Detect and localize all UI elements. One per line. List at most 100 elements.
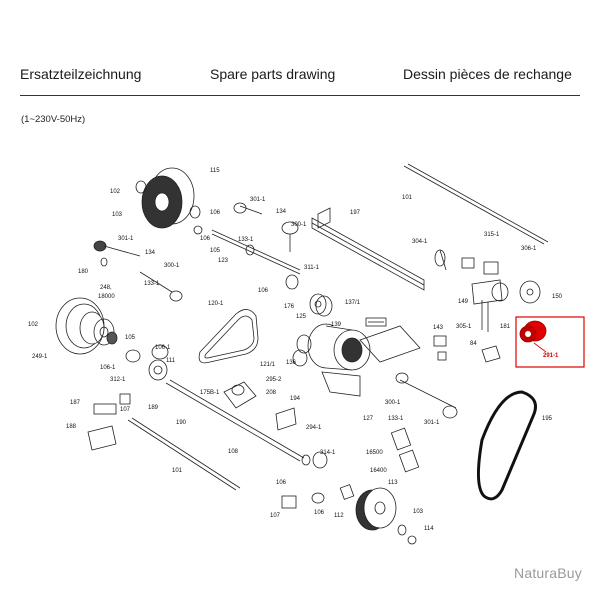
label-301-1-top: 301-1 (250, 197, 266, 203)
part-pulley-291-highlighted (515, 316, 585, 368)
label-120-1: 120-1 (208, 301, 224, 307)
label-106-1-a: 106-1 (100, 365, 116, 371)
naturabuy-watermark: NaturaBuy (514, 565, 582, 581)
label-291-1-highlighted: 291-1 (543, 353, 559, 359)
label-101-bottom: 101 (172, 468, 183, 474)
label-139: 139 (331, 322, 342, 328)
part-wheel-113 (355, 487, 417, 545)
part-rod-300-right (395, 372, 458, 419)
label-136: 136 (286, 360, 297, 366)
label-127: 127 (363, 416, 374, 422)
label-306-1: 306-1 (521, 246, 537, 252)
part-belt-195 (477, 390, 537, 501)
part-rod-101-top (403, 163, 549, 245)
label-249-1: 249-1 (32, 354, 48, 360)
label-181: 181 (500, 324, 511, 330)
label-113: 113 (388, 480, 398, 486)
label-300-1-left: 300-1 (164, 263, 180, 269)
label-123: 123 (218, 258, 229, 264)
part-rod-101-bottom (127, 417, 241, 491)
part-bracket-assembly (434, 249, 541, 363)
part-plate-139 (359, 317, 447, 363)
label-133-1-top: 133-1 (238, 237, 254, 243)
label-133-1-right: 133-1 (388, 416, 404, 422)
label-195: 195 (542, 416, 553, 422)
label-111: 111 (166, 358, 176, 364)
part-brushes (390, 427, 420, 473)
label-16400: 16400 (370, 468, 387, 474)
title-german: Ersatzteilzeichnung (20, 66, 142, 82)
label-112: 112 (334, 513, 344, 519)
label-121-1: 121/1 (260, 362, 276, 368)
part-pulley-249 (55, 297, 169, 381)
label-133-1-left: 133-1 (144, 281, 160, 287)
label-149: 149 (458, 299, 469, 305)
label-106-g: 106 (314, 510, 325, 516)
label-114: 114 (424, 526, 434, 532)
label-300-1-right: 300-1 (385, 400, 401, 406)
label-175b-1: 175B-1 (200, 390, 220, 396)
label-311-1: 311-1 (304, 265, 320, 271)
label-103-top: 103 (112, 212, 123, 218)
part-shaft-123 (211, 202, 301, 275)
label-105-b: 105 (125, 335, 136, 341)
label-150: 150 (552, 294, 563, 300)
label-106-a: 106 (210, 210, 221, 216)
label-108: 108 (228, 449, 239, 455)
part-labels: 115 102 103 106 301-1 134 133-1 300-1 10… (28, 168, 563, 532)
label-305-1: 305-1 (456, 324, 472, 330)
label-106-1-b: 106-1 (155, 345, 171, 351)
label-301-1-right: 301-1 (424, 420, 440, 426)
label-180: 180 (78, 269, 89, 275)
label-18000: 18000 (98, 294, 115, 300)
part-housing-295 (223, 381, 297, 431)
label-197: 197 (350, 210, 361, 216)
label-106-f: 106 (276, 480, 287, 486)
label-304-1: 304-1 (412, 239, 428, 245)
voltage-spec: (1~230V-50Hz) (21, 114, 86, 125)
part-wheel-115 (135, 167, 203, 235)
part-pulley-176 (285, 274, 333, 317)
label-188: 188 (66, 424, 77, 430)
label-137-1: 137/1 (345, 300, 361, 306)
label-208: 208 (266, 390, 277, 396)
part-vbelt-120 (198, 309, 259, 364)
label-134-top: 134 (276, 209, 287, 215)
label-102-left: 102 (28, 322, 39, 328)
label-16500: 16500 (366, 450, 383, 456)
label-103-bottom: 103 (413, 509, 424, 515)
label-312-1: 312-1 (110, 377, 126, 383)
label-176: 176 (284, 304, 295, 310)
label-295-2: 295-2 (266, 377, 282, 383)
label-84: 84 (470, 341, 477, 347)
label-115: 115 (210, 168, 220, 174)
label-294-1: 294-1 (306, 425, 322, 431)
label-102-top: 102 (110, 189, 121, 195)
part-shaft-108 (165, 379, 311, 466)
label-301-1-left: 301-1 (118, 236, 134, 242)
drawing-shapes (55, 163, 585, 545)
part-bar-197 (311, 207, 425, 291)
title-english: Spare parts drawing (210, 66, 336, 82)
label-101-top: 101 (402, 195, 413, 201)
label-125: 125 (296, 314, 307, 320)
label-187: 187 (70, 400, 81, 406)
label-189: 189 (148, 405, 159, 411)
label-315-1: 315-1 (484, 232, 500, 238)
part-bolt-301-left (93, 240, 183, 302)
label-106-b: 106 (200, 236, 211, 242)
part-motor-127 (292, 323, 371, 397)
label-106-c: 106 (258, 288, 269, 294)
label-300-1-top: 300-1 (291, 222, 307, 228)
label-134-mid: 134 (145, 250, 156, 256)
label-143: 143 (433, 325, 444, 331)
label-107-bottom: 107 (270, 513, 281, 519)
label-314-1: 314-1 (320, 450, 336, 456)
label-194: 194 (290, 396, 301, 402)
label-105-a: 105 (210, 248, 221, 254)
label-190: 190 (176, 420, 187, 426)
title-french: Dessin pièces de rechange (403, 66, 572, 82)
label-107-left: 107 (120, 407, 131, 413)
part-blocks-187-188 (87, 393, 355, 509)
